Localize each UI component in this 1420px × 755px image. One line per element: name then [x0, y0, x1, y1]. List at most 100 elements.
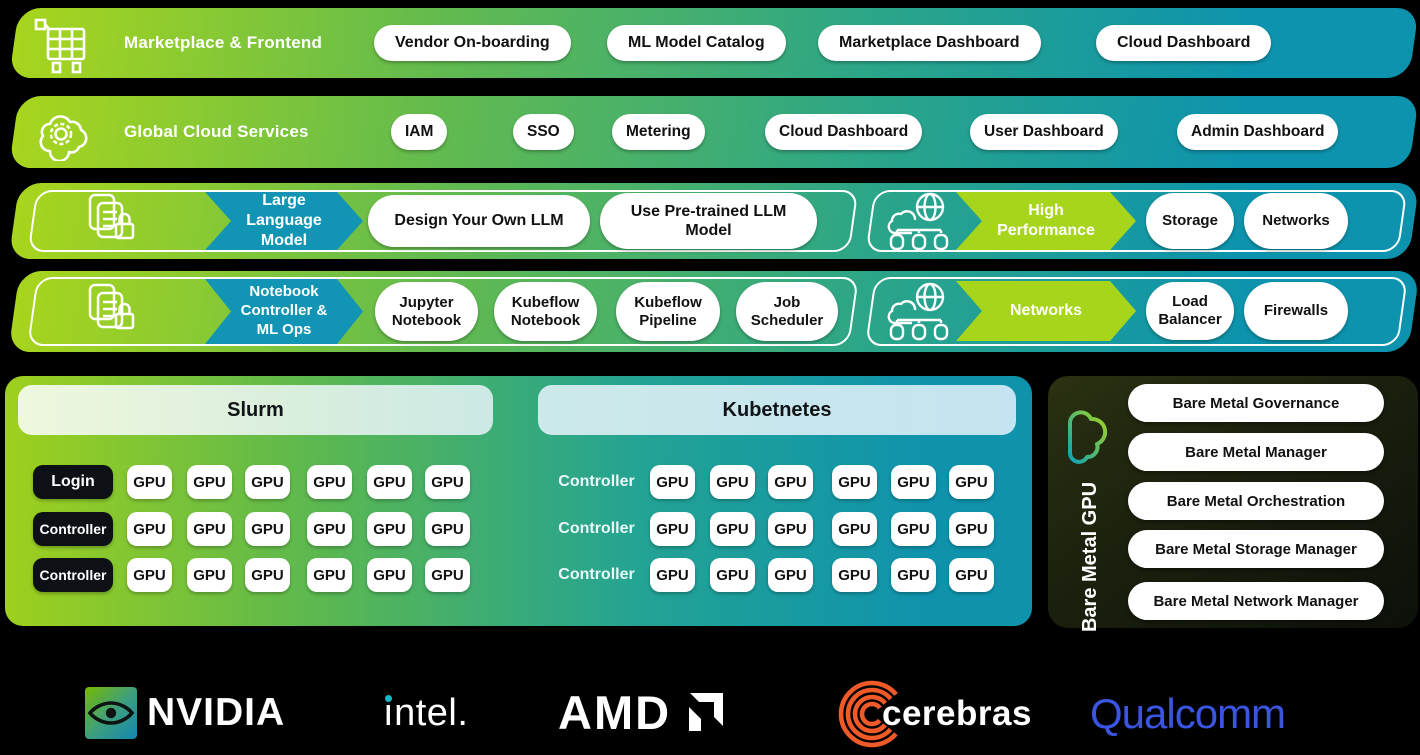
gpu-chip: GPU — [425, 465, 470, 499]
cerebras-logo: cerebras — [826, 676, 1032, 752]
gpu-chip: GPU — [650, 465, 695, 499]
gpu-chip: GPU — [367, 558, 412, 592]
pill-use-pretrained-llm: Use Pre-trained LLM Model — [600, 193, 817, 249]
gpu-chip: GPU — [245, 465, 290, 499]
documents-lock-icon — [86, 282, 140, 340]
qualcomm-logo: Qualcomm — [1090, 688, 1286, 740]
nvidia-logo: NVIDIA — [85, 687, 285, 739]
gpu-chip: GPU — [710, 512, 755, 546]
pill-kubeflow-notebook: Kubeflow Notebook — [494, 282, 597, 341]
gpu-chip: GPU — [949, 558, 994, 592]
pill-cloud-dashboard: Cloud Dashboard — [1096, 25, 1272, 61]
gpu-chip: GPU — [187, 465, 232, 499]
pill-admin-dashboard: Admin Dashboard — [1177, 114, 1339, 150]
arrow-notebook-controller-mlops: Notebook Controller & ML Ops — [205, 279, 363, 344]
gpu-chip: GPU — [367, 465, 412, 499]
pill-networks: Networks — [1244, 193, 1348, 249]
gpu-chip: GPU — [307, 512, 352, 546]
pill-kubeflow-pipeline: Kubeflow Pipeline — [616, 282, 720, 341]
arrow-large-language-model: Large Language Model — [205, 192, 363, 250]
gpu-chip: GPU — [307, 465, 352, 499]
gpu-chip: GPU — [768, 512, 813, 546]
gpu-chip: GPU — [245, 558, 290, 592]
nvidia-wordmark: NVIDIA — [147, 691, 286, 734]
pill-design-your-own-llm: Design Your Own LLM — [368, 195, 590, 247]
gpu-chip: GPU — [367, 512, 412, 546]
gpu-chip: GPU — [891, 465, 936, 499]
intel-i-dot — [385, 694, 392, 702]
pill-load-balancer: Load Balancer — [1146, 282, 1234, 340]
pill-bare-metal-governance: Bare Metal Governance — [1128, 384, 1384, 422]
gpu-chip: GPU — [187, 512, 232, 546]
slurm-login-chip: Login — [33, 465, 113, 499]
cerebras-wordmark: cerebras — [882, 694, 1032, 733]
gpu-chip: GPU — [768, 465, 813, 499]
qualcomm-wordmark: Qualcomm — [1090, 690, 1286, 737]
pill-bare-metal-orchestration: Bare Metal Orchestration — [1128, 482, 1384, 520]
pill-firewalls: Firewalls — [1244, 282, 1348, 340]
layer-llm-high-performance: Large Language Model Design Your Own LLM… — [0, 183, 1420, 259]
pill-storage: Storage — [1146, 193, 1234, 249]
gpu-chip: GPU — [949, 465, 994, 499]
cloud-outline-icon — [1060, 390, 1112, 478]
gpu-chip: GPU — [832, 512, 877, 546]
gpu-chip: GPU — [891, 512, 936, 546]
gpu-chip: GPU — [127, 512, 172, 546]
gpu-chip: GPU — [710, 465, 755, 499]
gpu-chip: GPU — [127, 558, 172, 592]
intel-wordmark: ıntel. — [383, 691, 469, 734]
slurm-controller-chip: Controller — [33, 558, 113, 592]
pill-ml-model-catalog: ML Model Catalog — [607, 25, 786, 61]
pill-metering: Metering — [612, 114, 705, 150]
layer-notebook-networks: Notebook Controller & ML Ops Jupyter Not… — [0, 271, 1420, 352]
bare-metal-box: Bare Metal GPU Bare Metal Governance Bar… — [1048, 376, 1418, 632]
gpu-chip: GPU — [832, 558, 877, 592]
pill-bare-metal-network-manager: Bare Metal Network Manager — [1128, 582, 1384, 620]
layer-title-marketplace: Marketplace & Frontend — [124, 33, 323, 52]
slurm-header: Slurm — [18, 385, 493, 435]
gpu-chip: GPU — [425, 558, 470, 592]
gpu-chip: GPU — [650, 512, 695, 546]
documents-lock-icon — [86, 192, 140, 250]
pill-cloud-dashboard-2: Cloud Dashboard — [765, 114, 923, 150]
intel-logo: ıntel. — [383, 689, 468, 737]
layer-marketplace-frontend: Marketplace & Frontend Vendor On-boardin… — [0, 8, 1420, 78]
pill-user-dashboard: User Dashboard — [970, 114, 1118, 150]
cart-icon — [34, 16, 90, 74]
amd-wordmark: AMD — [558, 685, 672, 739]
amd-arrow-icon — [681, 689, 727, 735]
pill-job-scheduler: Job Scheduler — [736, 282, 838, 341]
cloud-gear-icon — [32, 103, 92, 161]
pill-bare-metal-storage-manager: Bare Metal Storage Manager — [1128, 530, 1384, 568]
kubernetes-controller-label: Controller — [558, 520, 635, 537]
gpu-chip: GPU — [307, 558, 352, 592]
nvidia-eye-icon — [85, 687, 137, 739]
bare-metal-gpu-label: Bare Metal GPU — [1079, 481, 1101, 633]
kubernetes-controller-label: Controller — [558, 566, 635, 583]
gpu-chip: GPU — [949, 512, 994, 546]
gpu-chip: GPU — [187, 558, 232, 592]
gpu-chip: GPU — [710, 558, 755, 592]
gpu-chip: GPU — [650, 558, 695, 592]
gpu-chip: GPU — [832, 465, 877, 499]
pill-bare-metal-manager: Bare Metal Manager — [1128, 433, 1384, 471]
pill-iam: IAM — [391, 114, 448, 150]
layer-title-global-cloud: Global Cloud Services — [124, 122, 309, 141]
pill-vendor-onboarding: Vendor On-boarding — [374, 25, 571, 61]
cloud-network-icon — [885, 281, 953, 343]
pill-jupyter-notebook: Jupyter Notebook — [375, 282, 478, 341]
arrow-high-performance: High Performance — [956, 192, 1136, 250]
pill-marketplace-dashboard: Marketplace Dashboard — [818, 25, 1041, 61]
gpu-chip: GPU — [127, 465, 172, 499]
kubernetes-controller-label: Controller — [558, 473, 635, 490]
kubernetes-header: Kubetnetes — [538, 385, 1016, 435]
slurm-controller-chip: Controller — [33, 512, 113, 546]
amd-logo: AMD — [558, 683, 727, 741]
pill-sso: SSO — [513, 114, 574, 150]
arrow-networks: Networks — [956, 281, 1136, 341]
gpu-chip: GPU — [245, 512, 290, 546]
gpu-chip: GPU — [425, 512, 470, 546]
gpu-chip: GPU — [891, 558, 936, 592]
cloud-network-icon — [885, 191, 953, 253]
cerebras-arcs-icon — [826, 674, 908, 754]
